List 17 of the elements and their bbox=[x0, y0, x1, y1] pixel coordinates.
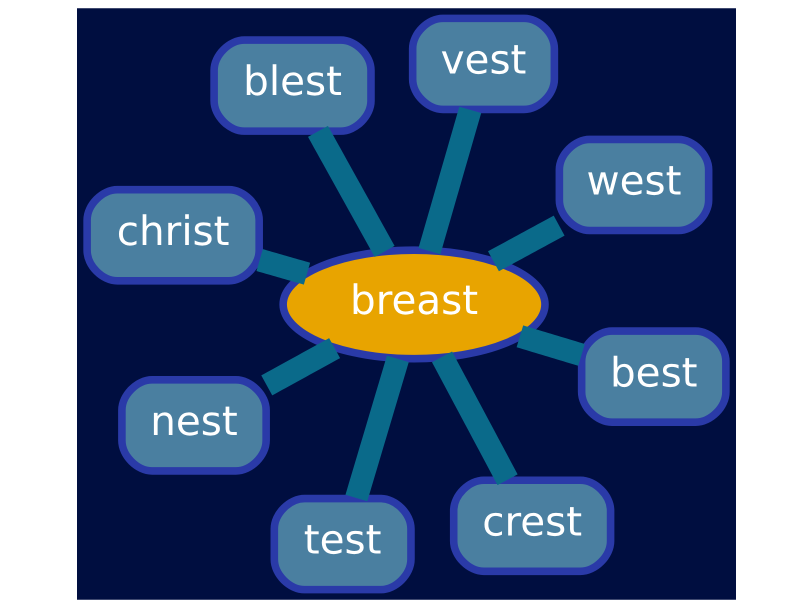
node-box: blest bbox=[210, 36, 374, 135]
connector bbox=[256, 249, 310, 285]
node-box: vest bbox=[408, 14, 558, 114]
connector bbox=[418, 106, 481, 254]
node-ellipse: breast bbox=[278, 246, 548, 362]
node-box: nest bbox=[118, 376, 270, 475]
connector bbox=[516, 325, 584, 366]
node-box: west bbox=[555, 136, 712, 234]
node-box: test bbox=[270, 494, 414, 594]
connector bbox=[488, 216, 564, 272]
node-box: best bbox=[577, 327, 730, 426]
connector bbox=[308, 126, 394, 257]
connector bbox=[432, 352, 518, 486]
node-box: crest bbox=[449, 476, 614, 576]
connector bbox=[260, 338, 340, 396]
node-box: christ bbox=[82, 186, 262, 285]
connector bbox=[344, 356, 408, 502]
